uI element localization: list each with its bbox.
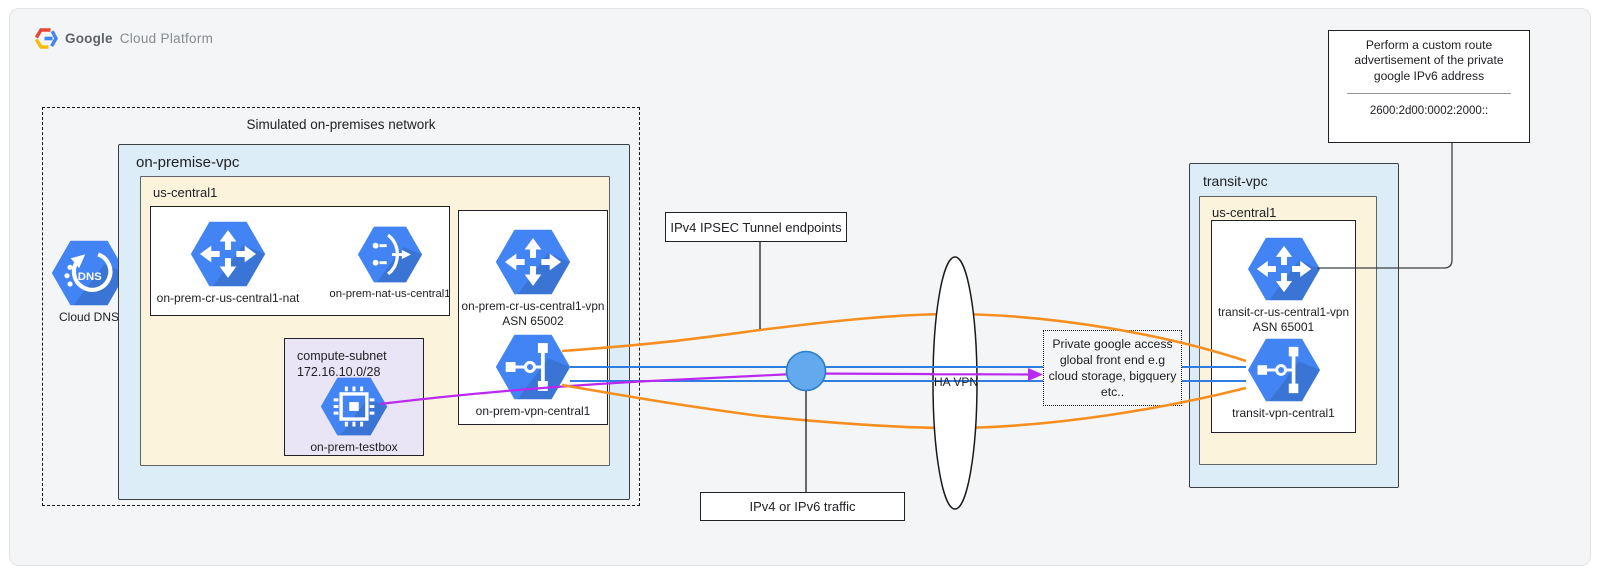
cloud-router-icon [495, 229, 571, 295]
onprem-vpn-node: on-prem-vpn-central1 [458, 334, 608, 419]
cloud-vpn-icon [1247, 338, 1320, 402]
transit-region-label: us-central1 [1212, 205, 1277, 220]
cloud-vpn-icon [495, 334, 571, 400]
transit-router-asn: ASN 65001 [1252, 319, 1315, 334]
simulated-onprem-title: Simulated on-premises network [246, 117, 436, 132]
cloud-router-icon [190, 221, 266, 287]
onprem-nat-label: on-prem-nat-us-central1 [329, 288, 451, 300]
ipsec-endpoints-text: IPv4 IPSEC Tunnel endpoints [670, 219, 842, 235]
traffic-labelbox: IPv4 or IPv6 traffic [700, 492, 905, 521]
onprem-router-nat-node: on-prem-cr-us-central1-nat [148, 221, 308, 306]
private-google-access-text: Private google access global front end e… [1048, 336, 1177, 400]
transit-vpn-node: transit-vpn-central1 [1211, 338, 1356, 421]
onprem-testbox-node: on-prem-testbox [289, 377, 419, 455]
onprem-testbox-label: on-prem-testbox [310, 440, 398, 454]
onprem-router-vpn-label: on-prem-cr-us-central1-vpn [461, 299, 605, 313]
traffic-text: IPv4 or IPv6 traffic [749, 499, 856, 514]
private-google-access-box: Private google access global front end e… [1043, 330, 1182, 406]
onprem-router-vpn-asn: ASN 65002 [502, 313, 564, 328]
on-prem-region-label: us-central1 [153, 185, 218, 200]
transit-router-label: transit-cr-us-central1-vpn [1217, 305, 1350, 319]
callout-text: Perform a custom route advertisement of … [1354, 38, 1504, 83]
onprem-router-vpn-node: on-prem-cr-us-central1-vpn ASN 65002 [458, 229, 608, 329]
callout-divider [1347, 93, 1511, 95]
cloud-router-icon [1247, 237, 1320, 301]
compute-engine-icon [320, 377, 388, 436]
simulated-onprem-container: Simulated on-premises network [42, 107, 640, 506]
cloud-dns-label: Cloud DNS [58, 310, 120, 324]
compute-subnet-cidr: 172.16.10.0/28 [297, 365, 381, 380]
transit-vpc-label: transit-vpc [1203, 173, 1268, 189]
ipsec-endpoints-labelbox: IPv4 IPSEC Tunnel endpoints [665, 212, 847, 242]
cloud-dns-node: DNS Cloud DNS [50, 240, 128, 325]
logo-text-google: Google [65, 31, 113, 46]
logo-text-cloud-platform: Cloud Platform [119, 31, 214, 46]
on-premise-vpc-label: on-premise-vpc [136, 154, 240, 171]
gcp-logo-icon [34, 28, 58, 49]
cloud-dns-icon: DNS [51, 240, 127, 306]
dns-glyph-text: DNS [78, 271, 102, 283]
transit-router-node: transit-cr-us-central1-vpn ASN 65001 [1211, 237, 1356, 335]
compute-subnet-name: compute-subnet [297, 349, 387, 363]
onprem-vpn-label: on-prem-vpn-central1 [475, 404, 591, 418]
onprem-nat-node: on-prem-nat-us-central1 [325, 226, 455, 301]
onprem-router-nat-label: on-prem-cr-us-central1-nat [156, 291, 300, 305]
custom-route-callout: Perform a custom route advertisement of … [1328, 30, 1530, 143]
callout-ipv6-address: 2600:2d00:0002:2000:: [1369, 105, 1489, 118]
cloud-nat-icon [357, 226, 423, 283]
gcp-logo: Google Cloud Platform [34, 28, 213, 49]
transit-vpn-label: transit-vpn-central1 [1232, 406, 1335, 420]
